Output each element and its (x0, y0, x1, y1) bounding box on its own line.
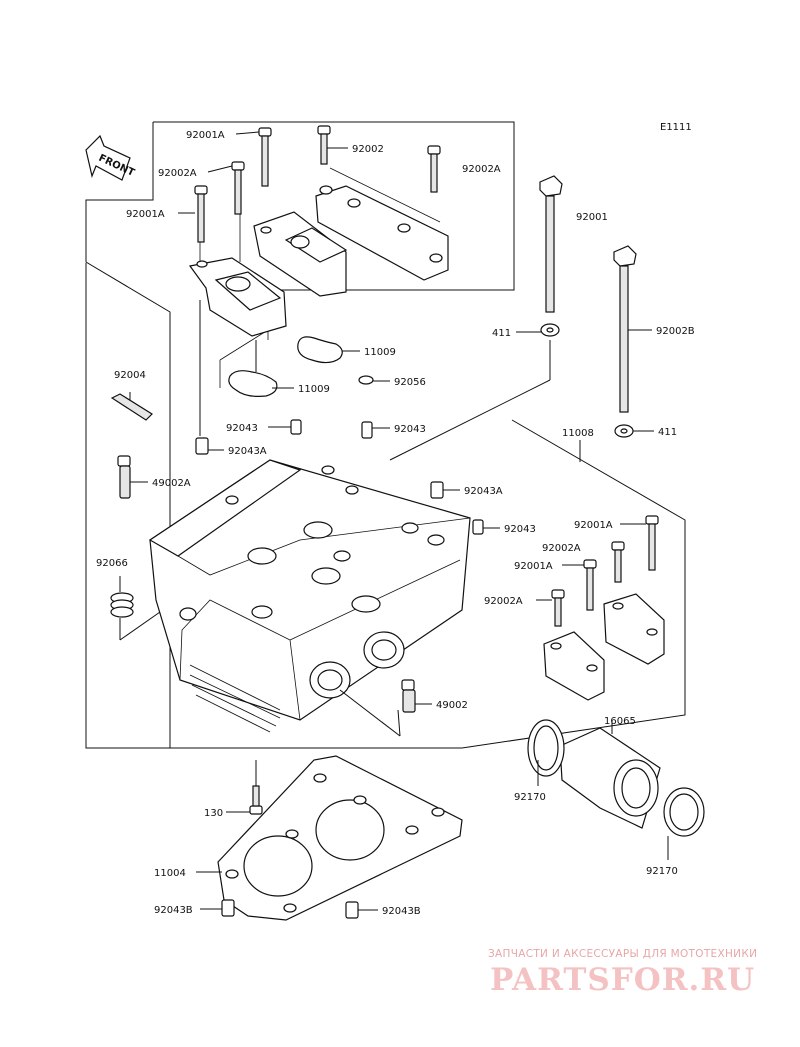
washer-411-upper (540, 323, 560, 337)
fitting-49002A (117, 455, 131, 499)
label-92043B-left: 92043B (154, 905, 193, 916)
label-411-lower: 411 (658, 427, 677, 438)
label-92170-right: 92170 (646, 866, 678, 877)
watermark-tagline: ЗАПЧАСТИ И АКСЕССУАРЫ ДЛЯ МОТОТЕХНИКИ (488, 948, 758, 960)
dowel-92043A-right (430, 481, 444, 499)
label-92002A-lower-mid: 92002A (542, 543, 581, 554)
dowel-92043B-right (345, 901, 359, 919)
watermark-logo: PARTSFOR.RU (490, 962, 756, 998)
camshaft-cap-lower-right (603, 593, 665, 665)
label-92043-c: 92043 (504, 524, 536, 535)
label-92002A-top-right: 92002A (462, 164, 501, 175)
upper-group-outline (85, 121, 515, 323)
o-ring-92056 (358, 375, 374, 385)
bolt-92002B-long (613, 245, 637, 413)
label-92004: 92004 (114, 370, 146, 381)
front-arrow: FRONT (85, 134, 136, 181)
label-11008: 11008 (562, 428, 594, 439)
gasket-11009-a (297, 336, 343, 364)
diagram-code: E1111 (660, 122, 692, 133)
label-92043-a: 92043 (226, 423, 258, 434)
label-11004: 11004 (154, 868, 186, 879)
washer-411-lower (614, 424, 634, 438)
bolt-130 (249, 785, 263, 815)
dowel-92043-right (472, 519, 484, 535)
label-92001A-top: 92001A (186, 130, 225, 141)
seal-92066 (110, 592, 134, 618)
label-92056: 92056 (394, 377, 426, 388)
part-labels: E1111 92001A 92002 92002A 92002A 92001A … (96, 122, 695, 917)
bolt-92001A-lower-right (645, 515, 659, 571)
head-gasket-11004 (217, 755, 463, 921)
camshaft-cap-upper-right (315, 167, 449, 281)
label-11009-a: 11009 (364, 347, 396, 358)
dowel-92043-b (361, 421, 373, 439)
bolt-92001-long (539, 175, 563, 313)
label-49002: 49002 (436, 700, 468, 711)
clamp-92170-left (527, 719, 565, 777)
bolt-92002A-lower-mid (611, 541, 625, 583)
bolt-92001A-lower-left (583, 559, 597, 611)
dowel-92043-a (290, 419, 302, 435)
dowel-92043A-left (195, 437, 209, 455)
stud-92004 (110, 393, 153, 421)
bolt-92002A-top-right (427, 145, 441, 193)
label-92043B-right: 92043B (382, 906, 421, 917)
label-92002B: 92002B (656, 326, 695, 337)
camshaft-cap-lower-left (543, 631, 605, 701)
label-92170-left: 92170 (514, 792, 546, 803)
leader-lines (119, 131, 669, 911)
fitting-49002 (401, 679, 416, 713)
label-92066: 92066 (96, 558, 128, 569)
label-92001: 92001 (576, 212, 608, 223)
bolt-92002A-lower-left (551, 589, 565, 627)
label-92002A-lower-left: 92002A (484, 596, 523, 607)
label-16065: 16065 (604, 716, 636, 727)
clamp-92170-right (663, 787, 705, 837)
label-92043A-b: 92043A (464, 486, 503, 497)
label-92001A-lower-right: 92001A (574, 520, 613, 531)
label-92043A-a: 92043A (228, 446, 267, 457)
bolt-92002-top (317, 125, 331, 165)
label-92002A-top-left: 92002A (158, 168, 197, 179)
intake-holder-16065 (559, 727, 661, 829)
label-11009-b: 11009 (298, 384, 330, 395)
label-92043-b: 92043 (394, 424, 426, 435)
dowel-92043B-left (221, 899, 235, 917)
bolt-92001A-top (258, 127, 272, 187)
bolt-92001A-left (194, 185, 208, 243)
tappet-cover (188, 214, 287, 337)
camshaft-cap-upper-left (253, 211, 348, 297)
label-92002-top: 92002 (352, 144, 384, 155)
exhaust-port-right (363, 631, 405, 669)
label-92001A-lower-left: 92001A (514, 561, 553, 572)
label-92001A-left: 92001A (126, 209, 165, 220)
label-411-upper: 411 (492, 328, 511, 339)
cylinder-head (148, 459, 471, 733)
bolt-92002A-top-left (231, 161, 245, 215)
label-49002A: 49002A (152, 478, 191, 489)
label-130: 130 (204, 808, 223, 819)
exhaust-port-left (309, 661, 351, 699)
gasket-11009-b (228, 370, 278, 397)
